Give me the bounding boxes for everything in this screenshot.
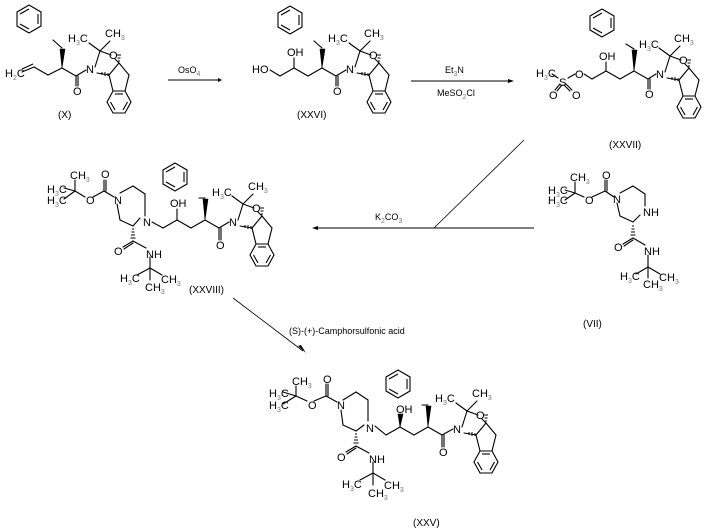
xxviii-boc-carbonyl: O xyxy=(101,169,110,181)
vii-tbu-c: CH3 xyxy=(570,172,590,186)
xxv-tbu-c: CH3 xyxy=(292,376,312,390)
xxv-boc-o: O xyxy=(308,400,317,412)
xxviii-tbu2-b: CH3 xyxy=(161,274,181,288)
xxviii-ring-o: O xyxy=(252,203,261,215)
vii-pip-n: N xyxy=(613,194,621,206)
vii-tbu-b: H3C xyxy=(548,195,568,209)
xxvii-ester-o: O xyxy=(575,69,584,81)
xxvii-amide-n: N xyxy=(656,69,664,81)
compound-label-xxvi: (XXVI) xyxy=(297,110,326,121)
reagent-oso4: OsO4 xyxy=(178,65,201,78)
vii-amide-nh: NH xyxy=(644,246,660,258)
compound-xxvi: OH HO O N H3C CH3 O (XXVI) xyxy=(252,5,392,121)
x-h2c-label: H2C xyxy=(5,68,25,82)
xxviii-tbu-c: CH3 xyxy=(70,170,90,184)
reagent-camphorsulfonic-acid: (S)-(+)-Camphorsulfonic acid xyxy=(289,326,405,336)
xxvii-sulfur: S xyxy=(559,77,566,89)
xxv-tbu2-a: H3C xyxy=(342,479,362,493)
xxviii-boc-o: O xyxy=(86,195,95,207)
xxv-tbu-b: H3C xyxy=(269,400,289,414)
compound-xxvii: OH O S O O H3C O N H3C CH3 O (XXVII) xyxy=(536,8,702,151)
xxv-pip-n1: N xyxy=(337,400,345,412)
xxvii-hydroxyl: OH xyxy=(599,51,616,63)
xxv-ring-o: O xyxy=(476,410,485,422)
xxv-hydroxyl: OH xyxy=(396,404,413,416)
x-methyl-a: H3C xyxy=(68,33,88,47)
xxv-amide-n: N xyxy=(453,424,461,436)
xxv-amide-o: O xyxy=(337,452,346,464)
xxv-tbu2-b: CH3 xyxy=(384,480,404,494)
xxvii-methyl-b: CH3 xyxy=(674,33,694,47)
xxv-boc-carbonyl: O xyxy=(323,374,332,386)
xxviii-hydroxyl: OH xyxy=(170,198,187,210)
reaction-arrow-mesylation: Et3N MeSO2Cl xyxy=(411,65,514,101)
xxv-tbu2-c: CH3 xyxy=(368,488,388,502)
vii-tbu-a: H3C xyxy=(548,185,568,199)
vii-boc-o: O xyxy=(585,195,594,207)
xxvi-methyl-b: CH3 xyxy=(364,28,384,42)
xxv-methyl-a: H3C xyxy=(435,393,455,407)
xxvii-ring-o: O xyxy=(679,55,688,67)
xxviii-methyl-b: CH3 xyxy=(248,181,268,195)
xxvi-amide-n: N xyxy=(346,64,354,76)
x-amide-n: N xyxy=(86,64,94,76)
xxviii-methyl-a: H3C xyxy=(212,187,232,201)
compound-label-x: (X) xyxy=(58,110,71,121)
compound-vii: H3C H3C CH3 O O N NH O NH H3C CH3 CH3 (V… xyxy=(548,170,679,330)
vii-pip-nh: NH xyxy=(643,207,659,219)
xxvi-hydroxyl-1: HO xyxy=(252,64,269,76)
reagent-mesylchloride: MeSO2Cl xyxy=(437,88,475,101)
xxv-carbonyl-o: O xyxy=(439,447,448,459)
reagent-et3n: Et3N xyxy=(445,65,464,78)
compound-label-xxvii: (XXVII) xyxy=(609,140,641,151)
xxviii-pip-n1: N xyxy=(114,195,122,207)
xxviii-pip-n2: N xyxy=(143,217,151,229)
vii-tbu2-c: CH3 xyxy=(643,279,663,293)
xxv-amide-nh: NH xyxy=(369,454,385,466)
xxvi-methyl-a: H3C xyxy=(328,33,348,47)
xxviii-amide-n: N xyxy=(229,217,237,229)
xxviii-amide-nh: NH xyxy=(146,249,162,261)
xxv-pip-n2: N xyxy=(366,423,374,435)
compound-x: H2C O N H3C CH3 O (X) xyxy=(5,4,132,121)
xxvi-hydroxyl-2: OH xyxy=(287,47,304,59)
vii-amide-o: O xyxy=(614,242,623,254)
xxviii-tbu2-a: H3C xyxy=(120,273,140,287)
vii-tbu2-b: CH3 xyxy=(659,272,679,286)
reaction-arrow-coupling: K2CO3 xyxy=(312,139,534,230)
reaction-arrow-oso4: OsO4 xyxy=(168,65,222,82)
xxvii-sulfonyl-o1: O xyxy=(549,90,558,102)
xxvii-carbonyl-o: O xyxy=(645,89,654,101)
xxvii-sulfonyl-o2: O xyxy=(572,90,581,102)
compound-label-vii: (VII) xyxy=(583,319,602,330)
compound-label-xxviii: (XXVIII) xyxy=(189,285,224,296)
xxviii-carbonyl-o: O xyxy=(216,240,225,252)
vii-tbu2-a: H3C xyxy=(620,271,640,285)
compound-xxviii: H3C H3C CH3 O O N N O NH H3C CH3 CH3 OH … xyxy=(47,162,275,296)
reaction-arrow-resolution: (S)-(+)-Camphorsulfonic acid xyxy=(232,297,405,353)
xxviii-tbu-b: H3C xyxy=(47,195,67,209)
xxvii-methyl-a: H3C xyxy=(639,39,659,53)
xxvi-carbonyl-o: O xyxy=(333,86,342,98)
compound-label-xxv: (XXV) xyxy=(413,518,440,529)
xxvii-mesyl-methyl: H3C xyxy=(536,68,556,82)
xxviii-tbu2-c: CH3 xyxy=(145,282,165,296)
xxviii-tbu-a: H3C xyxy=(47,184,67,198)
xxv-methyl-b: CH3 xyxy=(472,388,492,402)
vii-boc-carbonyl: O xyxy=(602,170,611,182)
compound-xxv: H3C H3C CH3 O O N N O NH H3C CH3 CH3 OH … xyxy=(269,369,499,529)
x-ring-o: O xyxy=(109,50,118,62)
reagent-k2co3: K2CO3 xyxy=(375,212,402,225)
xxv-tbu-a: H3C xyxy=(269,388,289,402)
x-methyl-b: CH3 xyxy=(105,28,125,42)
xxviii-amide-o: O xyxy=(114,246,123,258)
xxvi-ring-o: O xyxy=(369,50,378,62)
x-carbonyl-o: O xyxy=(73,86,82,98)
